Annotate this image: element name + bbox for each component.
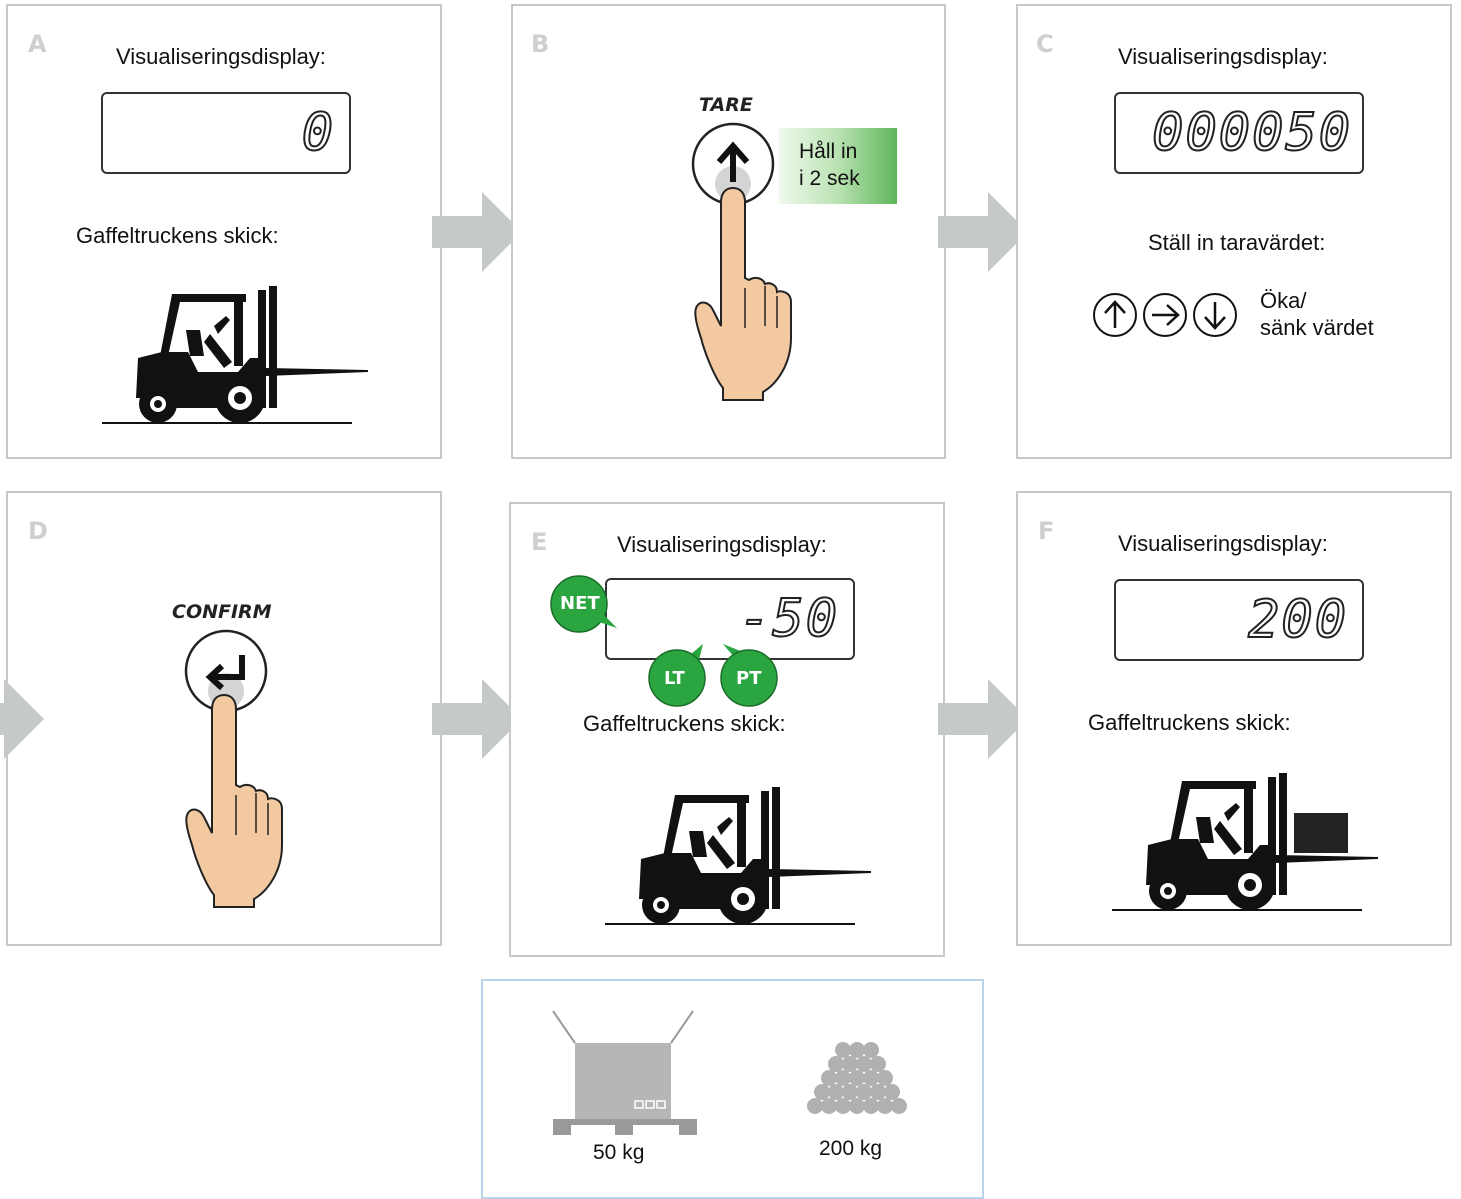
load-weight: 200 kg [819, 1137, 882, 1161]
display-title: Visualiseringsdisplay: [1118, 531, 1328, 557]
panel-d: D CONFIRM [6, 491, 442, 946]
load-legend: 50 kg 200 kg [481, 979, 984, 1199]
weight-display: 200 [1114, 579, 1364, 661]
forklift-icon [1138, 773, 1388, 913]
arrow-right-icon [432, 192, 522, 272]
arrow-down-icon[interactable] [1192, 292, 1238, 338]
panel-e: E Visualiseringsdisplay: -50 NET LT PT G… [509, 502, 945, 957]
adjust-note-line-2: sänk värdet [1260, 315, 1374, 341]
panel-c: C Visualiseringsdisplay: 000050 Ställ in… [1016, 4, 1452, 459]
weight-display: 000050 [1114, 92, 1364, 174]
tare-instruction: Ställ in taravärdet: [1148, 230, 1325, 256]
net-label: NET [560, 593, 600, 614]
display-title: Visualiseringsdisplay: [116, 44, 326, 70]
arrow-right-icon [938, 192, 1028, 272]
display-value: 000050 [1152, 94, 1352, 172]
forklift-state-title: Gaffeltruckens skick: [76, 223, 279, 249]
tare-button-label: TARE [699, 94, 753, 116]
arrow-up-icon[interactable] [1092, 292, 1138, 338]
display-value: 0 [302, 94, 335, 172]
panel-label: B [531, 30, 549, 58]
display-title: Visualiseringsdisplay: [1118, 44, 1328, 70]
panel-label: A [28, 30, 47, 58]
lt-label: LT [664, 668, 685, 689]
panel-label: D [28, 517, 48, 545]
hand-pointer-icon [202, 695, 302, 915]
forklift-icon [631, 787, 881, 927]
panel-label: C [1036, 30, 1054, 58]
display-title: Visualiseringsdisplay: [617, 532, 827, 558]
adjust-note-line-1: Öka/ [1260, 288, 1306, 314]
forklift-icon [128, 286, 378, 426]
confirm-button-label: CONFIRM [172, 601, 272, 623]
display-value: 200 [1248, 581, 1348, 659]
panel-label: F [1038, 517, 1054, 545]
arrow-right-icon[interactable] [1142, 292, 1188, 338]
pt-label: PT [736, 668, 761, 689]
hold-note-line-2: i 2 sek [799, 165, 897, 192]
arrow-right-icon [938, 679, 1028, 759]
load-box [1294, 813, 1348, 853]
pallet-weight: 50 kg [593, 1141, 644, 1165]
forklift-state-title: Gaffeltruckens skick: [1088, 710, 1291, 736]
forklift-state-title: Gaffeltruckens skick: [583, 711, 786, 737]
hold-note-line-1: Håll in [799, 138, 897, 165]
pallet-box-icon [551, 1009, 701, 1137]
panel-a: A Visualiseringsdisplay: 0 Gaffeltrucken… [6, 4, 442, 459]
arrow-right-icon [0, 679, 44, 759]
panel-f: F Visualiseringsdisplay: 200 Gaffeltruck… [1016, 491, 1452, 946]
panel-b: B TARE Håll in i 2 sek [511, 4, 946, 459]
hand-pointer-icon [711, 188, 811, 408]
stacked-cylinders-icon [801, 1041, 911, 1121]
panel-label: E [531, 528, 547, 556]
weight-display: 0 [101, 92, 351, 174]
